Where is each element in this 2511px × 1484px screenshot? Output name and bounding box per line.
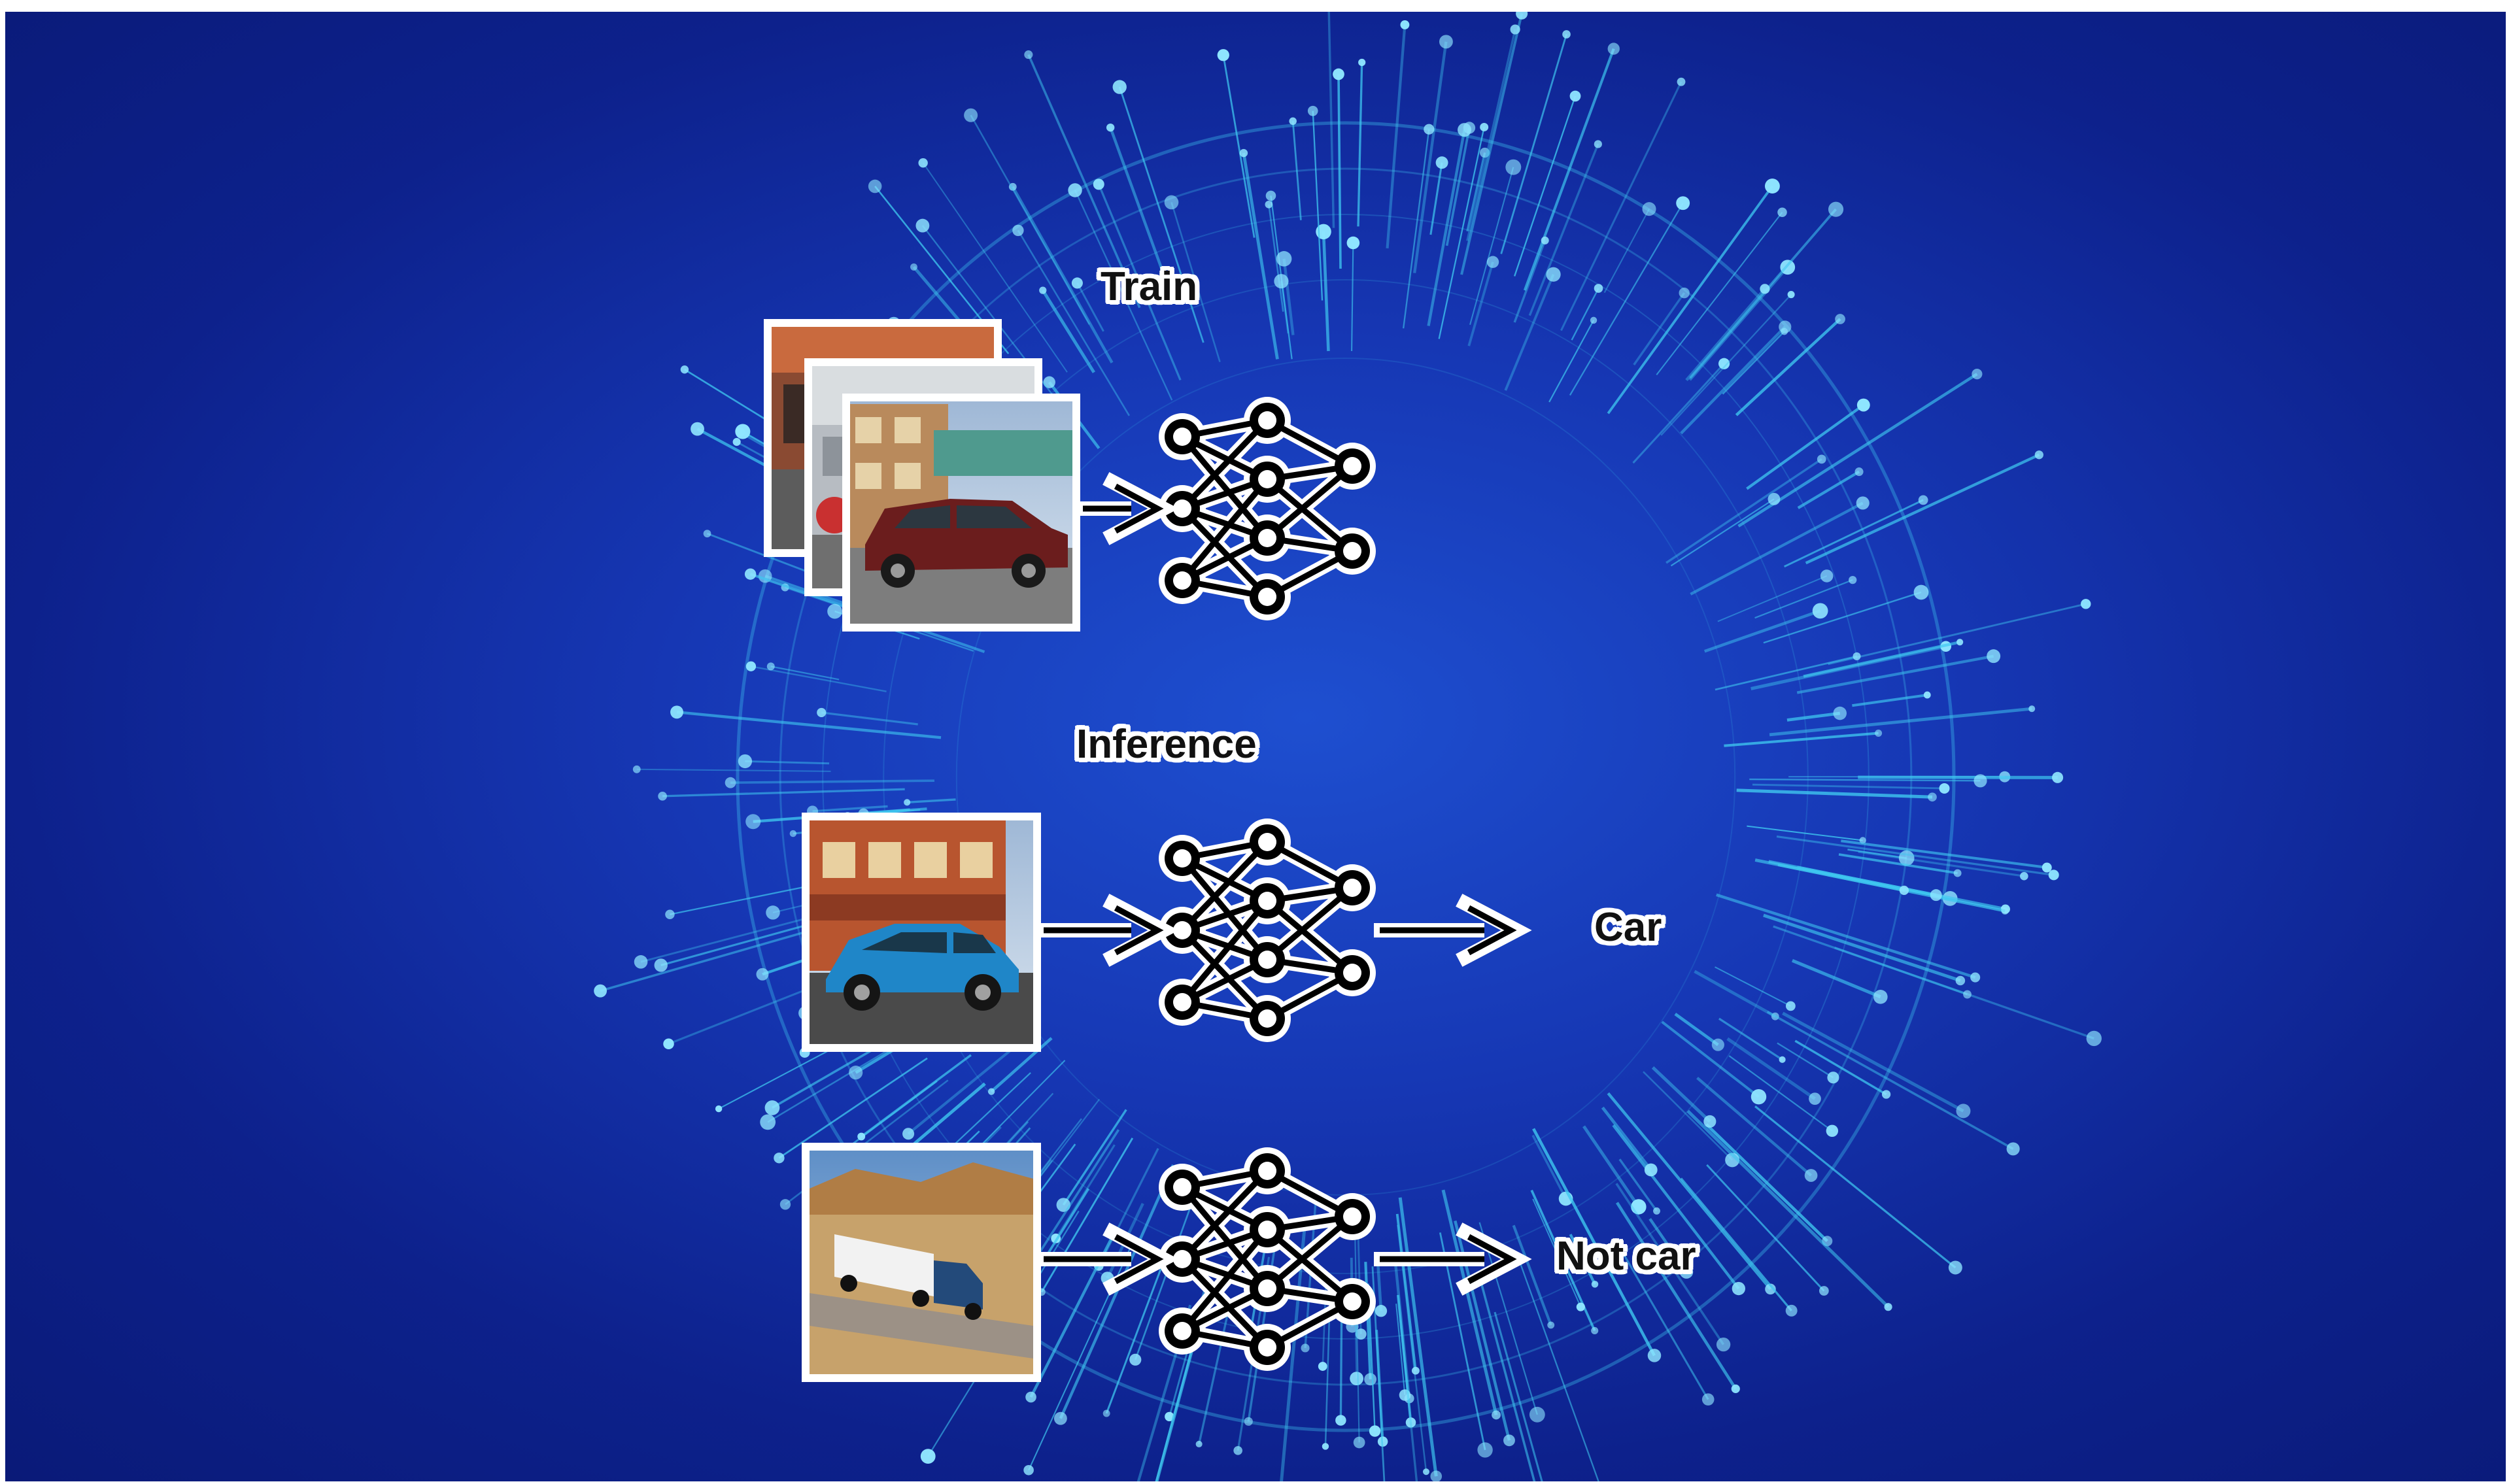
inference-label: Inference xyxy=(1076,722,1257,767)
train-neural-network-icon xyxy=(1159,397,1376,620)
car-output-label: Car xyxy=(1594,905,1662,950)
inference-truck-neural-network-icon xyxy=(1159,1147,1376,1371)
arrows xyxy=(1038,472,1532,1296)
train-input-arrow-icon xyxy=(1077,472,1179,545)
neural-networks xyxy=(1159,397,1376,1371)
inference-photo-truck xyxy=(802,1143,1041,1382)
train-label: Train xyxy=(1101,264,1198,309)
not-car-output-label: Not car xyxy=(1556,1234,1696,1279)
not-car-output-arrow-icon xyxy=(1374,1223,1532,1296)
train-photo-stack xyxy=(764,319,1080,632)
truck-input-arrow-icon xyxy=(1038,1223,1179,1296)
train-photo-front xyxy=(842,394,1080,632)
car-input-arrow-icon xyxy=(1038,894,1179,967)
inference-car-neural-network-icon xyxy=(1159,818,1376,1042)
diagram-foreground xyxy=(764,319,1532,1382)
diagram-canvas: Train Inference Car Not car xyxy=(5,12,2506,1481)
inference-photo-car xyxy=(802,813,1041,1052)
car-output-arrow-icon xyxy=(1374,894,1532,967)
